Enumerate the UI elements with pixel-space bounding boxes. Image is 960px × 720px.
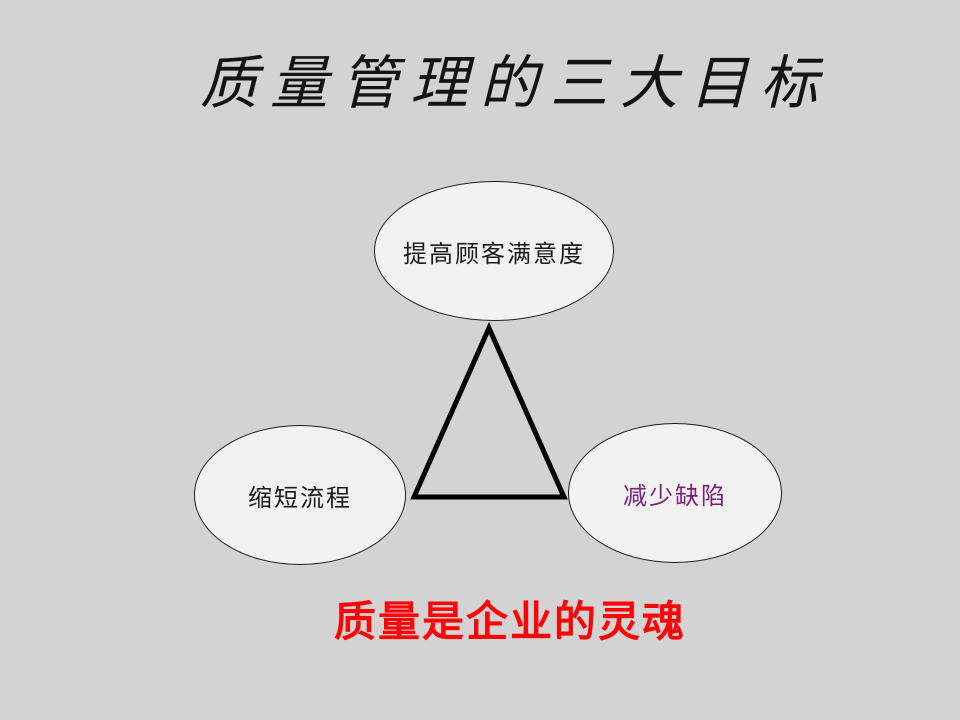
diagram-node-customer-satisfaction: 提高顾客满意度 bbox=[374, 181, 614, 321]
slide-slogan: 质量是企业的灵魂 bbox=[333, 600, 686, 646]
slide-title: 质量管理的三大目标 bbox=[199, 51, 830, 116]
diagram-node-shorten-process: 缩短流程 bbox=[194, 425, 406, 565]
triangle-outline-shape bbox=[410, 321, 568, 500]
node-label-reduce-defects: 减少缺陷 bbox=[623, 483, 727, 510]
node-label-shorten-process: 缩短流程 bbox=[248, 485, 352, 512]
node-label-customer-satisfaction: 提高顾客满意度 bbox=[403, 241, 585, 268]
diagram-node-reduce-defects: 减少缺陷 bbox=[568, 423, 782, 563]
